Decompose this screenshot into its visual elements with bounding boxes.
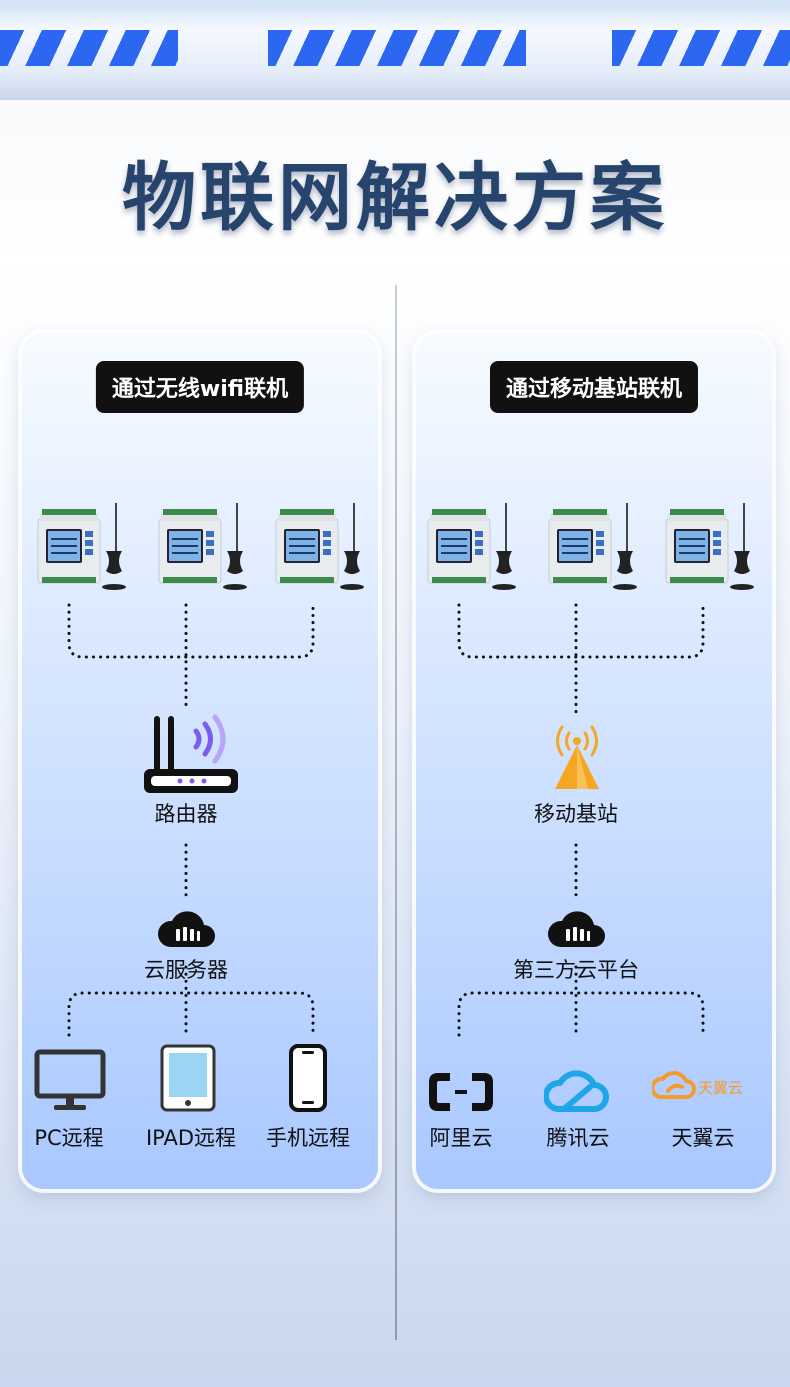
tianyi-logo-text: 天翼云 [698, 1079, 743, 1097]
tencent-cloud-logo-icon [544, 1070, 609, 1112]
cloud-server-label: 云服务器 [144, 958, 228, 982]
cloud-platform-icon [548, 911, 605, 947]
tianyi-cloud-label: 天翼云 [671, 1126, 735, 1150]
phone-remote-label: 手机远程 [266, 1126, 350, 1150]
monitor-icon [34, 1049, 106, 1110]
meter-device-icon [158, 503, 247, 590]
banner-stripes-left [0, 30, 178, 66]
router-label: 路由器 [154, 802, 218, 826]
tianyi-cloud-logo-icon: 天翼云 [652, 1071, 743, 1099]
aliyun-logo-icon [429, 1073, 493, 1111]
banner-top-line [0, 0, 790, 6]
cloud-platform-label: 第三方云平台 [513, 958, 639, 982]
cloud-server-icon [158, 911, 215, 947]
router-icon [144, 714, 238, 793]
cell-tower-icon [555, 725, 599, 789]
cellular-panel: 通过移动基站联机 [416, 333, 772, 1189]
meter-device-icon [548, 503, 637, 590]
ipad-remote-label: IPAD远程 [145, 1126, 237, 1150]
wifi-panel: 通过无线wifi联机 [22, 333, 378, 1189]
meter-device-icon [37, 503, 126, 590]
aliyun-label: 阿里云 [429, 1126, 493, 1150]
base-station-label: 移动基站 [534, 802, 618, 826]
meter-device-icon [427, 503, 516, 590]
tencent-cloud-label: 腾讯云 [546, 1126, 610, 1150]
center-divider [395, 285, 397, 1340]
meter-device-icon [665, 503, 754, 590]
meter-device-icon [275, 503, 364, 590]
banner-stripes-center [268, 30, 526, 66]
banner-stripes-right [612, 30, 790, 66]
page-title: 物联网解决方案 [122, 155, 668, 241]
cellular-panel-badge: 通过移动基站联机 [489, 361, 699, 413]
pc-remote-label: PC远程 [34, 1126, 104, 1150]
top-banner [0, 0, 790, 100]
phone-icon [289, 1044, 327, 1112]
wifi-panel-badge: 通过无线wifi联机 [95, 361, 305, 413]
tablet-icon [160, 1044, 216, 1112]
